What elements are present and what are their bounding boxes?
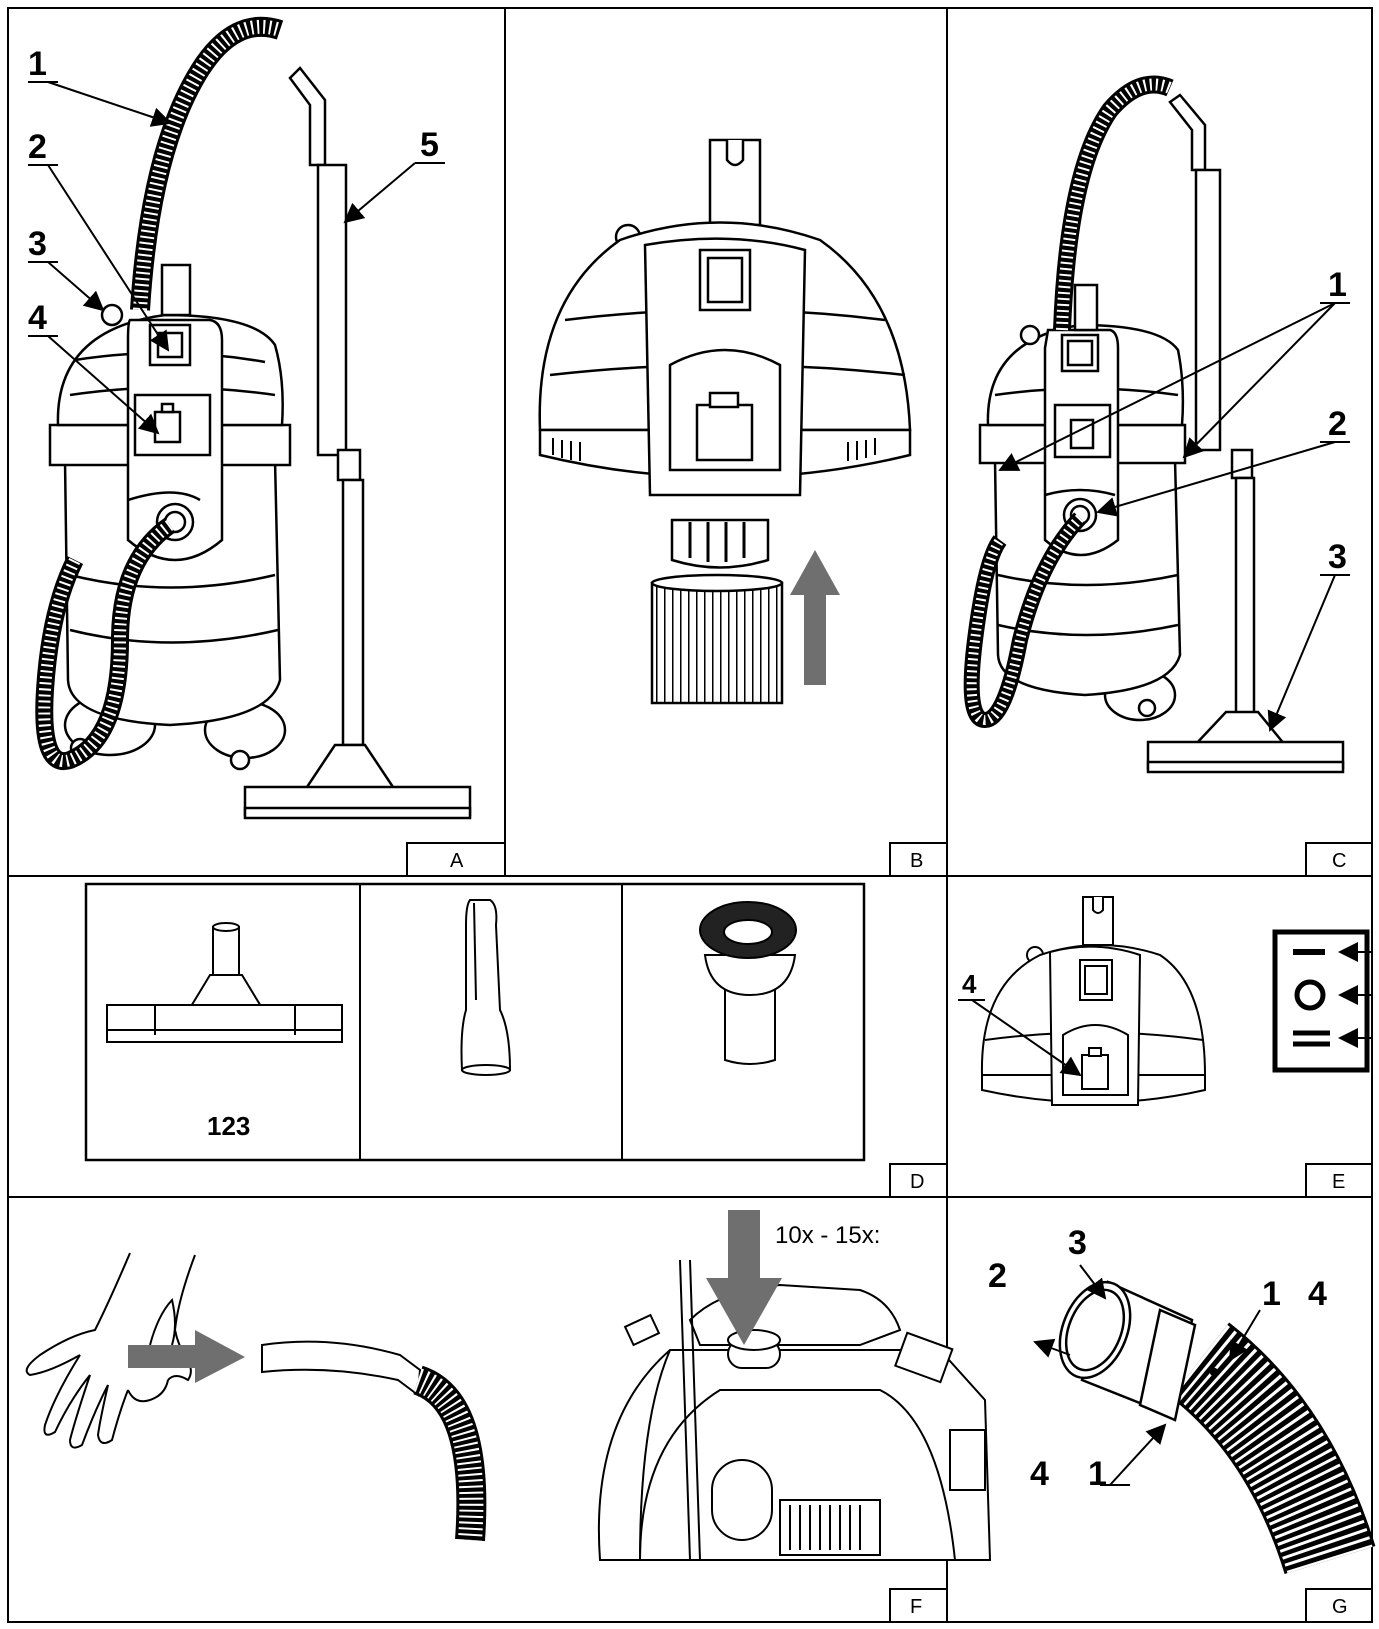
callout-label: 4 xyxy=(1308,1275,1327,1313)
power-switch-icon xyxy=(1272,929,1372,1073)
panel-e: 4 E xyxy=(958,896,1373,1198)
callout-label: 1 xyxy=(28,45,47,83)
panel-letter: G xyxy=(1332,1596,1348,1618)
hose-icon xyxy=(261,1340,487,1542)
callout-label: 4 xyxy=(1030,1455,1049,1493)
callout-label: 1 xyxy=(1328,266,1347,304)
callout-label: 3 xyxy=(1328,538,1347,576)
vacuum-cleaner-icon xyxy=(980,896,1207,1106)
callout-label: 5 xyxy=(420,126,439,164)
filter-icon xyxy=(650,518,784,705)
callout-label: 2 xyxy=(1328,405,1347,443)
panel-letter-box xyxy=(889,1163,948,1198)
panel-a: 1 2 3 4 5 A xyxy=(28,16,506,877)
panel-d: 123 D xyxy=(84,882,948,1198)
callout-label: 2 xyxy=(28,128,47,166)
panel-letter-box xyxy=(889,1588,948,1623)
panel-letter: C xyxy=(1332,850,1346,872)
instruction-text: 10x - 15x: xyxy=(775,1222,880,1249)
arrow-icon xyxy=(790,550,840,685)
arrow-icon xyxy=(706,1210,782,1345)
accessory-number: 123 xyxy=(207,1111,250,1141)
callout-label: 3 xyxy=(28,225,47,263)
callout-label: 4 xyxy=(962,969,977,999)
panel-letter-box xyxy=(1305,1588,1373,1623)
panel-letter: E xyxy=(1332,1171,1345,1193)
panel-letter-box xyxy=(1305,1163,1373,1198)
callout-label: 1 xyxy=(1262,1275,1281,1313)
vacuum-cleaner-icon xyxy=(48,66,472,820)
panel-c: 1 2 3 C xyxy=(963,75,1373,877)
accessory-frame xyxy=(84,882,866,1162)
crevice-nozzle-icon xyxy=(460,899,512,1076)
callout-label: 4 xyxy=(28,299,47,337)
vacuum-cleaner-icon xyxy=(597,1259,992,1561)
panel-letter: D xyxy=(910,1171,924,1193)
panel-f: 10x - 15x: F xyxy=(25,1210,992,1623)
panel-letter-box xyxy=(406,842,506,877)
callout-label: 3 xyxy=(1068,1224,1087,1262)
panel-letter: F xyxy=(910,1596,922,1618)
panel-letter: A xyxy=(450,850,464,872)
hand-icon xyxy=(25,1252,196,1449)
panel-letter: B xyxy=(910,850,923,872)
arrow-icon xyxy=(128,1330,245,1383)
panel-b: B xyxy=(538,138,948,877)
vacuum-cleaner-icon xyxy=(538,138,912,497)
brush-nozzle-icon xyxy=(699,901,797,1065)
callout-label: 2 xyxy=(988,1257,1007,1295)
panel-letter-box xyxy=(889,842,948,877)
panel-g: 3 2 1 4 4 1 G xyxy=(988,1224,1376,1623)
panel-letter-box xyxy=(1305,842,1373,877)
hose-icon xyxy=(1058,1280,1376,1575)
floor-nozzle-icon xyxy=(106,922,343,1043)
vacuum-cleaner-icon xyxy=(978,93,1345,774)
callout-label: 1 xyxy=(1088,1455,1107,1493)
